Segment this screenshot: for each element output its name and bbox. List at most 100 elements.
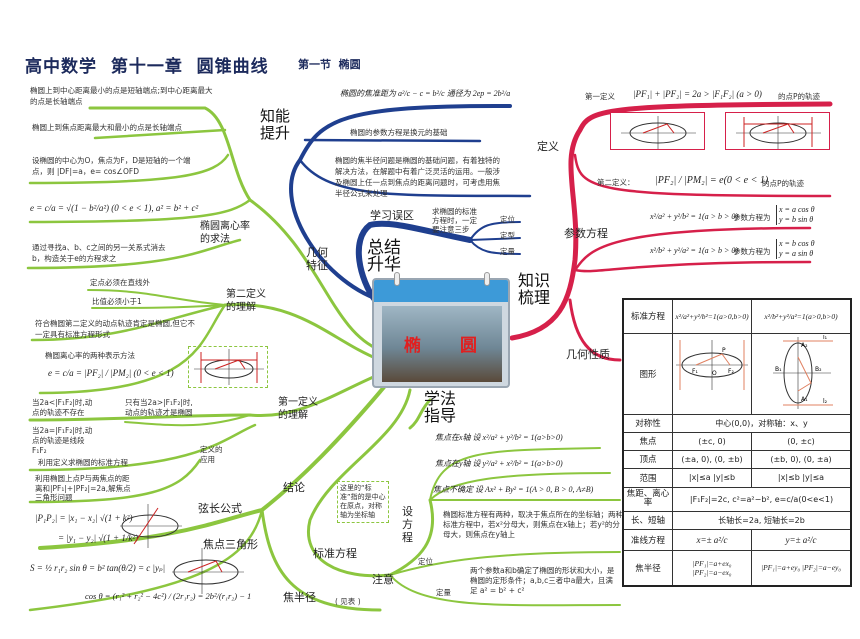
label-dier: 第二定义的理解 <box>226 289 266 313</box>
green-t6: 定点必须在直线外 <box>90 278 150 287</box>
green-t8: 符合椭圆第二定义的动点轨迹肯定是椭圆,但它不一定具有标准方程形式 <box>35 319 195 339</box>
green-t3: 设椭圆的中心为O，焦点为F，D是短轴的一个端点，则 |DF|=a，e= cos∠… <box>32 156 191 176</box>
red-param-label: 参数方程 <box>564 227 608 240</box>
green-t9-formula: e = c/a = |PF₂| / |PM₂| (0 < e < 1) <box>48 368 174 378</box>
branch-jihe-xingzhi: 几何性质 <box>566 348 610 361</box>
branch-jihe-tezheng: 几何特征 <box>306 246 328 272</box>
label-shefangcheng: 设方程 <box>402 505 413 544</box>
cell: 长轴长=2a, 短轴长=2b <box>672 510 852 530</box>
second-def-suffix: 的点P的轨迹 <box>762 179 805 188</box>
label-diyi: 第一定义的理解 <box>278 397 318 421</box>
cell: |F₁F₂|=2c, c²=a²−b², e=c/a(0<e<1) <box>672 486 852 512</box>
first-def-diagram <box>610 112 705 150</box>
section-title: 第一节 椭圆 <box>298 58 361 71</box>
second-def-diagram <box>725 112 830 150</box>
param1-eq: x²/a² + y²/b² = 1(a > b > 0) <box>650 212 739 221</box>
branch-zhishi: 知识梳理 <box>518 271 551 307</box>
param1-text: 参数方程为 <box>733 213 771 222</box>
row-header: 顶点 <box>622 449 673 469</box>
label-dingwei: 定位 <box>418 557 433 566</box>
row-header: 焦点 <box>622 431 673 451</box>
param2-eq: x²/b² + y²/a² = 1(a > b > 0) <box>650 246 739 255</box>
two-forms-text: 椭圆标准方程有两种，取决于焦点所在的坐标轴；两种标准方程中，若x²分母大，则焦点… <box>443 510 623 539</box>
fig-label-l2: l₂ <box>823 398 828 405</box>
cell: x²/a²+y²/b²=1(a>0,b>0) <box>672 298 752 334</box>
green-t10: 当2a<|F₁F₂|时,动点的轨迹不存在 <box>32 398 93 417</box>
param2-y: y = a sin θ <box>779 249 814 258</box>
center-title-right: 圆 <box>460 336 477 356</box>
step-dingliang: 定量 <box>500 247 515 256</box>
cell: x=± a²/c <box>672 528 752 551</box>
fig-label-b2: B₂ <box>815 366 822 373</box>
green-t9: 椭圆离心率的两种表示方法 <box>45 351 135 360</box>
blue-focal-param: 椭圆的焦准距为 a²/c − c = b²/c 通径为 2ep = 2b²/a <box>340 89 511 98</box>
label-yingyong: 定义的应用 <box>200 445 223 464</box>
label-jiaobanjing: 焦半径 <box>283 591 316 604</box>
green-t5: 通过寻找a、b、c之间的另一关系式消去b，构造关于e的方程求之 <box>32 243 166 263</box>
fig-label-o: O <box>712 370 717 377</box>
blue-wuqu: 学习误区 <box>370 209 414 222</box>
label-jielun: 结论 <box>283 481 305 494</box>
cell: (±a, 0), (0, ±b) <box>672 449 752 469</box>
cos-formula: cos θ = (r₁² + r₂² − 4c²) / (2r₁r₂) = 2b… <box>85 591 252 601</box>
first-def-suffix: 的点P的轨迹 <box>778 92 821 101</box>
step-dingxing: 定型 <box>500 231 515 240</box>
cell: |x|≤a |y|≤b <box>672 467 752 488</box>
branch-zongjie: 总结升华 <box>367 238 401 275</box>
green-t11: 只有当2a>|F₁F₂|时,动点的轨迹才是椭圆 <box>125 398 193 417</box>
cell: |PF₁|=a+ex₀ |PF₂|=a−ex₀ <box>672 549 752 587</box>
page-title: 高中数学 第十一章 圆锥曲线 <box>25 57 269 77</box>
blue-wuqu-text: 求椭圆的标准方程时，一定要注意三步 <box>432 207 477 234</box>
unsure-eq: 焦点不确定 设 Ax² + By² = 1(A > 0, B > 0, A≠B) <box>433 485 594 494</box>
green-t4: e = c/a = √(1 − b²/a²) (0 < e < 1), a² =… <box>30 203 199 213</box>
row-header: 焦半径 <box>622 549 673 587</box>
x-axis-eq: 焦点在x轴 设 x²/a² + y²/b² = 1(a>b>0) <box>435 433 563 442</box>
fig-label-f1: F₁ <box>692 368 698 375</box>
row-header: 图形 <box>622 332 673 415</box>
cell: 中心(0,0)，对称轴：x、y <box>672 413 852 433</box>
chord-formula-2: = |y₁ − y₂| √(1 + 1/k²) <box>58 533 139 543</box>
row-header: 准线方程 <box>622 528 673 551</box>
row-header: 对称性 <box>622 413 673 433</box>
label-biaozhun: 标准方程 <box>313 547 357 560</box>
fig-label-p: P <box>722 347 726 354</box>
green-t14: 利用椭圆上点P与两焦点的距离和|PF₁|+|PF₂|=2a,解焦点三角形问题 <box>35 474 131 502</box>
blue-focal-radius: 椭圆的焦半径问题是椭圆的基础问题，有着独特的解决方法，在解题中有着广泛灵活的运用… <box>335 156 500 198</box>
green-t1: 椭圆上到中心距离最小的点是短轴端点;到中心距离最大的点是长轴端点 <box>30 86 213 106</box>
focal-triangle-diagram <box>172 548 244 598</box>
first-def-label: 第一定义 <box>585 92 615 101</box>
param1-y: y = b sin θ <box>779 215 814 224</box>
cell: (0, ±c) <box>751 431 852 451</box>
label-jiaodian-sanjiao: 焦点三角形 <box>203 538 258 551</box>
y-axis-eq: 焦点在y轴 设 y²/a² + x²/b² = 1(a>b>0) <box>435 459 563 468</box>
label-xianchang: 弦长公式 <box>198 502 242 515</box>
row-header: 长、短轴 <box>622 510 673 530</box>
green-t2: 椭圆上到焦点距离最大和最小的点是长轴端点 <box>32 123 182 132</box>
param2-x: x = b cos θ <box>779 239 815 248</box>
area-formula: S = ½ r₁r₂ sin θ = b² tan(θ/2) = c |yₚ| <box>30 563 166 573</box>
red-dingyi: 定义 <box>537 140 559 153</box>
first-def-formula: |PF₁| + |PF₂| = 2a > |F₁F₂| (a > 0) <box>633 89 762 99</box>
cell: x²/b²+y²/a²=1(a>0,b>0) <box>751 298 852 334</box>
dingliang-text: 两个参数a和b确定了椭圆的形状和大小，是椭圆的定形条件；a,b,c三者中a最大，… <box>470 566 615 595</box>
green-t13: 利用定义求椭圆的标准方程 <box>38 458 128 467</box>
row-header: 范围 <box>622 467 673 488</box>
chord-formula-1: |P₁P₂| = |x₁ − x₂| √(1 + k²) <box>35 513 133 523</box>
param1-x: x = a cos θ <box>779 205 815 214</box>
cell: |x|≤b |y|≤a <box>751 467 852 488</box>
cell: |PF₁|=a+ey₀ |PF₂|=a−ey₀ <box>751 549 852 587</box>
fig-label-b1: B₁ <box>775 366 782 373</box>
label-zhuyi: 注意 <box>372 573 394 586</box>
see-table: ( 见表 ) <box>335 597 361 606</box>
chord-diagram <box>120 504 182 552</box>
label-lixin: 椭圆离心率的求法 <box>200 221 250 245</box>
cell: (±c, 0) <box>672 431 752 451</box>
ecc-diagram <box>188 346 268 388</box>
cell: y=± a²/c <box>751 528 852 551</box>
branch-xuefa: 学法指导 <box>424 389 457 425</box>
